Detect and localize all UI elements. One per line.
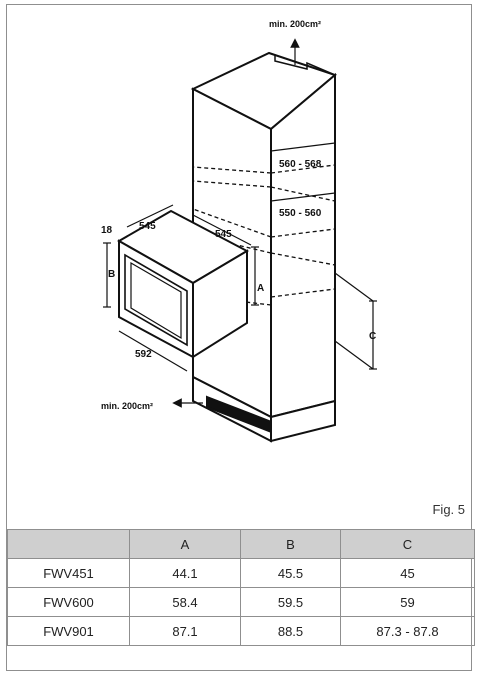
dim-545-side-label: 545 xyxy=(215,229,232,240)
table-row: FWV451 44.1 45.5 45 xyxy=(7,558,475,588)
table-cell-model: FWV451 xyxy=(7,558,130,588)
dimension-lines xyxy=(103,38,377,408)
table-cell-c: 59 xyxy=(340,587,475,617)
table-row: FWV901 87.1 88.5 87.3 - 87.8 xyxy=(7,616,475,646)
letter-c-label: C xyxy=(369,331,376,342)
dim-550-560-label: 550 - 560 xyxy=(279,208,322,219)
table-header-model xyxy=(7,529,130,559)
installation-diagram: min. 200cm² min. 200cm² 560 - 568 550 - … xyxy=(101,19,377,443)
dim-545-top-label: 545 xyxy=(139,221,156,232)
plinth xyxy=(192,375,336,443)
figure-frame: min. 200cm² min. 200cm² 560 - 568 550 - … xyxy=(6,4,475,671)
table-cell-b: 59.5 xyxy=(240,587,341,617)
recess-dashed-lines xyxy=(192,164,336,306)
table-cell-a: 44.1 xyxy=(129,558,241,588)
figure-caption: Fig. 5 xyxy=(432,502,465,517)
dimensions-table: A B C FWV451 44.1 45.5 45 FWV600 58.4 59… xyxy=(7,529,475,646)
table-cell-model: FWV901 xyxy=(7,616,130,646)
dim-560-568-label: 560 - 568 xyxy=(279,159,322,170)
table-cell-b: 88.5 xyxy=(240,616,341,646)
table-row: FWV600 58.4 59.5 59 xyxy=(7,587,475,617)
letter-b-label: B xyxy=(108,269,115,280)
table-cell-a: 87.1 xyxy=(129,616,241,646)
vent-top-label: min. 200cm² xyxy=(269,19,321,29)
table-cell-model: FWV600 xyxy=(7,587,130,617)
table-header-a: A xyxy=(129,529,241,559)
table-cell-c: 45 xyxy=(340,558,475,588)
table-header-b: B xyxy=(240,529,341,559)
appliance xyxy=(116,209,250,359)
dim-18-label: 18 xyxy=(101,225,113,236)
vent-bottom-label: min. 200cm² xyxy=(101,401,153,411)
dim-592-label: 592 xyxy=(135,349,152,360)
table-cell-c: 87.3 - 87.8 xyxy=(340,616,475,646)
table-header-c: C xyxy=(340,529,475,559)
table-cell-b: 45.5 xyxy=(240,558,341,588)
table-header-row: A B C xyxy=(7,529,475,559)
table-cell-a: 58.4 xyxy=(129,587,241,617)
letter-a-label: A xyxy=(257,283,264,294)
